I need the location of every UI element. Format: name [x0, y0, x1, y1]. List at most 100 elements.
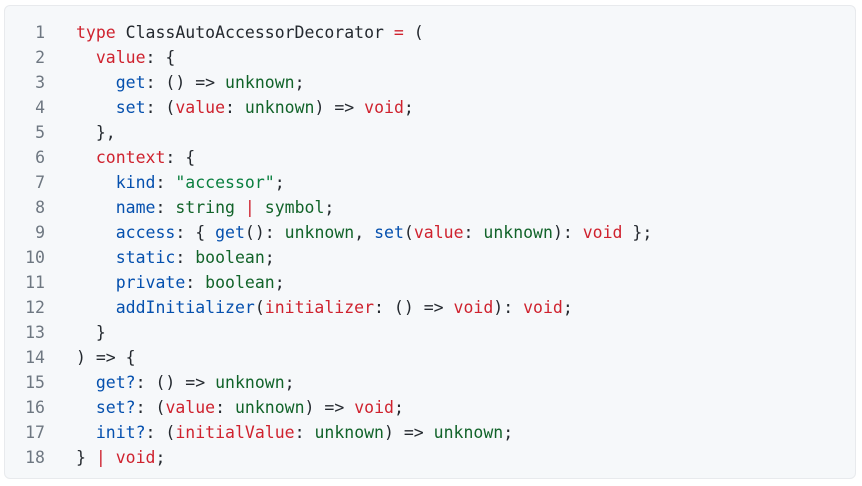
- code-text: ) => {: [45, 345, 136, 370]
- code-token: [235, 198, 245, 217]
- code-token: initializer: [264, 298, 375, 317]
- code-token: get: [115, 73, 146, 92]
- code-token: |: [244, 198, 255, 217]
- code-token: ;: [294, 73, 305, 92]
- code-text: context: {: [45, 145, 195, 170]
- line-number: 11: [25, 273, 45, 292]
- code-line: 11 private: boolean;: [5, 270, 855, 295]
- code-token: [255, 198, 265, 217]
- line-number: 8: [35, 198, 45, 217]
- code-line: 5 },: [5, 120, 855, 145]
- code-token: unknown: [234, 398, 305, 417]
- code-token: unknown: [433, 423, 504, 442]
- code-token: unknown: [483, 223, 553, 242]
- code-token: =: [393, 23, 404, 42]
- code-token: ;: [274, 273, 285, 292]
- code-text: value: {: [45, 45, 175, 70]
- code-token: unknown: [225, 73, 295, 92]
- code-token: : (: [145, 98, 176, 117]
- code-token: ;: [393, 398, 404, 417]
- code-line: 14 ) => {: [5, 345, 855, 370]
- code-token: unknown: [314, 423, 384, 442]
- code-line: 18} | void;: [5, 445, 855, 470]
- line-number: 12: [25, 298, 45, 317]
- code-token: ;: [562, 298, 573, 317]
- code-token: set?: [95, 398, 136, 417]
- code-token: init?: [95, 423, 146, 442]
- code-token: string: [175, 198, 235, 217]
- code-token: :: [155, 198, 176, 217]
- line-number: 14: [25, 348, 45, 367]
- code-token: :: [215, 398, 235, 417]
- code-token: }: [76, 448, 96, 467]
- code-token: ;: [403, 98, 414, 117]
- code-line: 3 get: () => unknown;: [5, 70, 855, 95]
- code-token: ;: [284, 373, 295, 392]
- code-token: "accessor": [175, 173, 275, 192]
- code-token: initialValue: [175, 423, 295, 442]
- code-token: ;: [503, 423, 514, 442]
- code-text: init?: (initialValue: unknown) => unknow…: [45, 420, 513, 445]
- code-token: [76, 423, 96, 442]
- code-token: [76, 223, 116, 242]
- code-line: 9 access: { get(): unknown, set(value: u…: [5, 220, 855, 245]
- code-line: 6 context: {: [5, 145, 855, 170]
- code-token: ) =>: [304, 398, 355, 417]
- code-token: ;: [274, 173, 285, 192]
- code-token: : (: [135, 398, 166, 417]
- code-token: value: [175, 98, 226, 117]
- code-token: ;: [155, 448, 166, 467]
- code-text: get: () => unknown;: [45, 70, 305, 95]
- code-token: : () =>: [145, 73, 226, 92]
- code-token: unknown: [244, 98, 315, 117]
- code-text: type ClassAutoAccessorDecorator = (: [45, 20, 424, 45]
- code-token: ():: [244, 223, 285, 242]
- code-token: : {: [145, 48, 176, 67]
- code-line: 8 name: string | symbol;: [5, 195, 855, 220]
- code-token: [76, 173, 116, 192]
- code-token: boolean: [205, 273, 275, 292]
- code-token: void: [582, 223, 623, 242]
- code-text: static: boolean;: [45, 245, 275, 270]
- line-number: 5: [35, 123, 45, 142]
- code-line: 12 addInitializer(initializer: () => voi…: [5, 295, 855, 320]
- code-line: 2 value: {: [5, 45, 855, 70]
- code-token: (: [254, 298, 265, 317]
- code-token: set: [115, 98, 146, 117]
- code-token: kind: [115, 173, 156, 192]
- code-text: set: (value: unknown) => void;: [45, 95, 414, 120]
- code-text: get?: () => unknown;: [45, 370, 295, 395]
- code-token: ,: [354, 223, 375, 242]
- code-token: : () =>: [374, 298, 454, 317]
- code-token: [76, 198, 116, 217]
- code-token: : (: [145, 423, 176, 442]
- code-token: access: [115, 223, 176, 242]
- line-number: 18: [25, 448, 45, 467]
- code-token: void: [364, 98, 404, 117]
- code-token: (: [403, 23, 424, 42]
- code-token: :: [463, 223, 484, 242]
- code-token: [76, 48, 96, 67]
- code-token: [76, 73, 116, 92]
- code-token: :: [185, 273, 206, 292]
- code-text: private: boolean;: [45, 270, 285, 295]
- code-text: access: { get(): unknown, set(value: unk…: [45, 220, 653, 245]
- code-text: }: [45, 320, 106, 345]
- code-token: [76, 98, 116, 117]
- code-token: static: [115, 248, 176, 267]
- code-line: 4 set: (value: unknown) => void;: [5, 95, 855, 120]
- code-line: 13 }: [5, 320, 855, 345]
- code-line: 10 static: boolean;: [5, 245, 855, 270]
- code-token: ):: [493, 298, 524, 317]
- code-token: unknown: [284, 223, 355, 242]
- code-token: };: [622, 223, 653, 242]
- code-token: ) => {: [76, 348, 136, 367]
- code-token: (: [403, 223, 414, 242]
- code-token: ):: [552, 223, 583, 242]
- code-token: },: [76, 123, 116, 142]
- code-line: 17 init?: (initialValue: unknown) => unk…: [5, 420, 855, 445]
- line-number: 3: [35, 73, 45, 92]
- line-number: 17: [25, 423, 45, 442]
